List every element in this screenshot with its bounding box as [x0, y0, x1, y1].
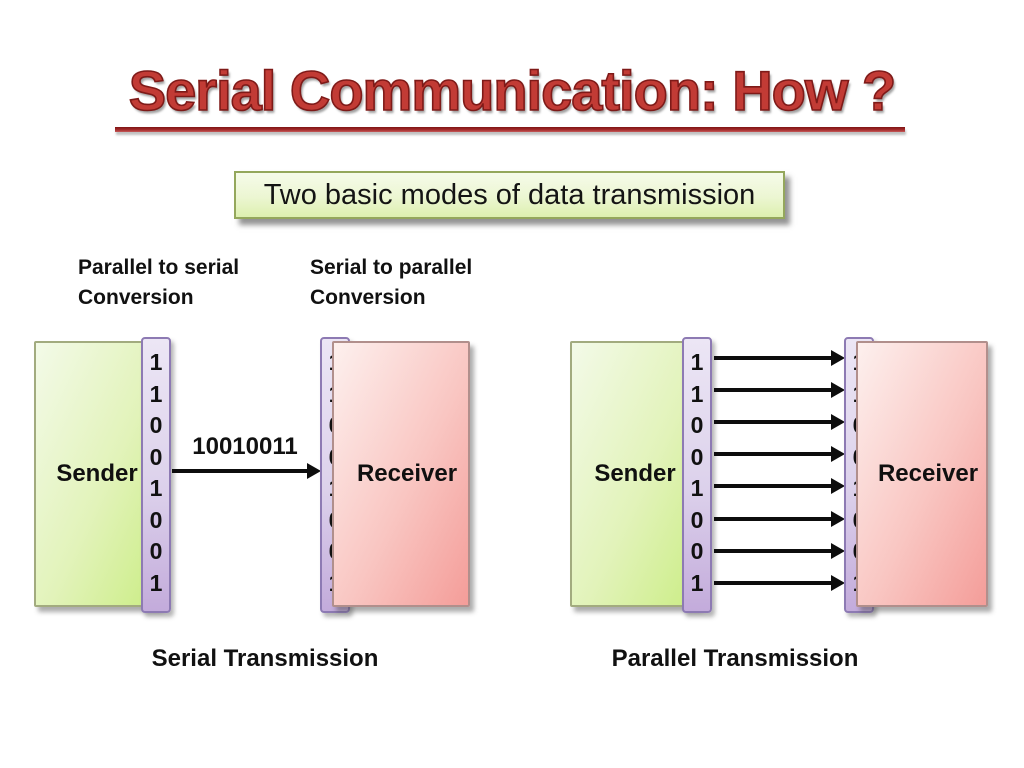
annotation-serial-to-parallel: Serial to parallel Conversion: [310, 256, 473, 309]
parallel-sender-bit-strip: 1 1 0 0 1 0 0 1: [682, 337, 712, 613]
bit-value: 1: [149, 349, 163, 375]
parallel-arrow-icon: [714, 478, 845, 494]
bit-value: 1: [149, 380, 163, 407]
serial-arrow-icon: [172, 463, 321, 479]
parallel-arrow-icon: [714, 382, 845, 398]
parallel-arrow-icon: [714, 511, 845, 527]
parallel-arrow-icon: [714, 543, 845, 559]
bit-value: 0: [690, 412, 704, 439]
bit-value: 0: [690, 443, 704, 470]
subtitle-box: Two basic modes of data transmission: [234, 171, 785, 219]
serial-receiver-label: Receiver: [356, 460, 458, 487]
serial-arrow-label: 10010011: [192, 433, 298, 460]
bit-value: 0: [149, 443, 163, 470]
parallel-arrow-icon: [714, 350, 845, 366]
parallel-arrow-icon: [714, 575, 845, 591]
serial-sender-label: Sender: [56, 460, 138, 487]
serial-sender-bit-strip: 1 1 0 0 1 0 0 1: [141, 337, 171, 613]
bit-value: 0: [149, 412, 163, 439]
bit-value: 1: [149, 569, 163, 596]
parallel-receiver-box: Receiver: [856, 341, 988, 607]
parallel-arrow-icon: [714, 446, 845, 462]
parallel-arrow-icon: [714, 414, 845, 430]
parallel-receiver-label: Receiver: [877, 460, 979, 487]
serial-receiver-box: Receiver: [332, 341, 470, 607]
bit-value: 0: [149, 538, 163, 565]
bit-value: 1: [690, 380, 704, 407]
bit-value: 1: [690, 475, 704, 502]
parallel-caption: Parallel Transmission: [611, 645, 859, 672]
bit-value: 1: [690, 569, 704, 596]
bit-value: 1: [690, 349, 704, 375]
annotation-parallel-to-serial: Parallel to serial Conversion: [78, 256, 240, 309]
bit-value: 0: [149, 506, 163, 533]
parallel-sender-box: Sender: [570, 341, 700, 607]
parallel-sender-label: Sender: [594, 460, 676, 487]
serial-sender-box: Sender: [34, 341, 160, 607]
bit-value: 0: [690, 506, 704, 533]
bit-value: 1: [149, 475, 163, 502]
page-title: Serial Communication: How ?: [128, 58, 897, 123]
serial-caption: Serial Transmission: [151, 645, 379, 672]
bit-value: 0: [690, 538, 704, 565]
title-underline: [115, 127, 905, 132]
subtitle-text: Two basic modes of data transmission: [263, 178, 756, 211]
